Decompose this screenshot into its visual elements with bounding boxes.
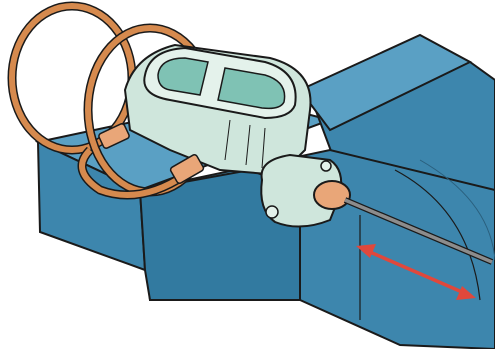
pushrod-boot (314, 181, 350, 209)
reservoir-chamber-front (158, 58, 208, 95)
flange-bolt-right (321, 161, 331, 171)
flange-bolt-left (266, 206, 278, 218)
